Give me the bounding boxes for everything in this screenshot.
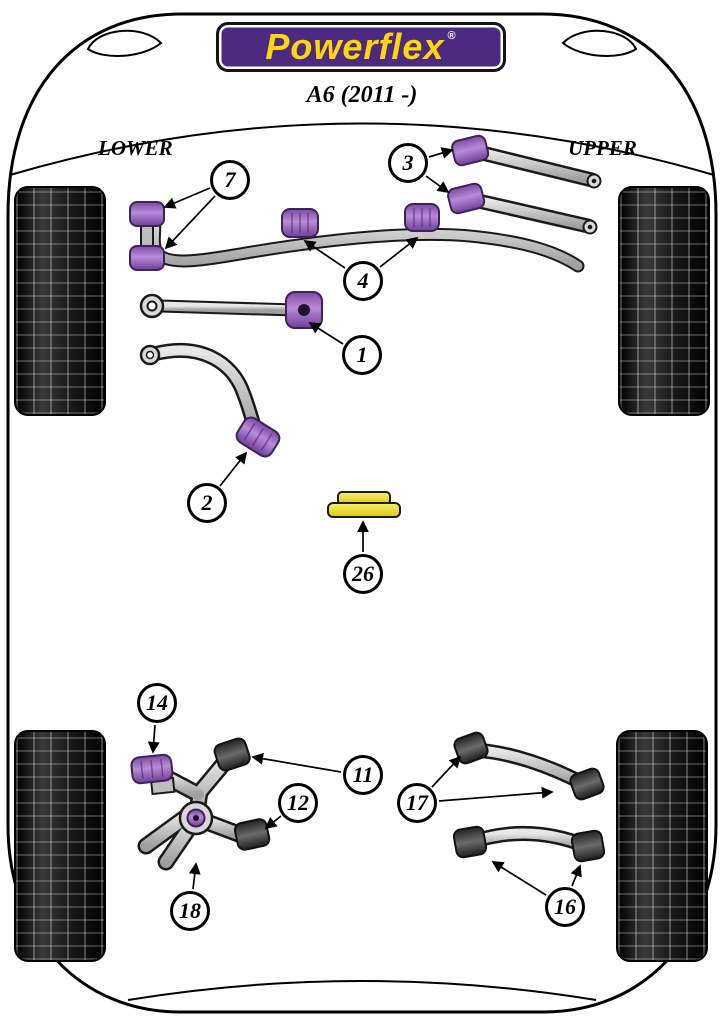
tire-rear-right (616, 730, 708, 962)
front-anti-roll-bar (143, 207, 585, 273)
label-lower: LOWER (98, 136, 173, 160)
rear-bush-11 (213, 737, 251, 772)
front-tie-bar (139, 291, 323, 329)
callout-2: 2 (187, 483, 227, 523)
hood-line (9, 122, 715, 176)
callout-16: 16 (545, 887, 585, 927)
callout-14: 14 (137, 683, 177, 723)
registered-mark-icon: ® (447, 30, 457, 42)
callout-4: 4 (343, 261, 383, 301)
tire-front-right (618, 186, 710, 416)
powerflex-logo: Powerflex® (216, 22, 506, 72)
callout-18: 18 (170, 891, 210, 931)
callout-26: 26 (343, 554, 383, 594)
model-title: A6 (2011 -) (306, 82, 418, 108)
anti-roll-bar-bushes (281, 203, 440, 238)
rear-bush-12 (233, 818, 271, 851)
anti-roll-bar-clamp-bushes (129, 201, 165, 271)
callout-11: 11 (343, 755, 383, 795)
callout-1: 1 (342, 335, 382, 375)
label-upper: UPPER (568, 136, 637, 160)
callout-arrows (147, 147, 582, 896)
left-headlight-shape (86, 29, 163, 57)
jack-pad (327, 491, 401, 518)
tire-front-left (14, 186, 106, 416)
callout-3: 3 (388, 143, 428, 183)
car-body-outline (6, 12, 718, 1014)
callout-12: 12 (278, 783, 318, 823)
front-lower-arm (139, 343, 281, 458)
upper-control-arms (447, 134, 602, 235)
callout-17: 17 (397, 783, 437, 823)
rear-lower-arm (452, 825, 606, 863)
rear-upper-arm (453, 731, 605, 801)
rear-line (127, 980, 597, 1001)
right-headlight-shape (561, 29, 638, 57)
callout-7: 7 (210, 160, 250, 200)
brand-text: Powerflex (265, 26, 445, 67)
rear-bush-14 (130, 753, 176, 796)
tire-rear-left (14, 730, 106, 962)
